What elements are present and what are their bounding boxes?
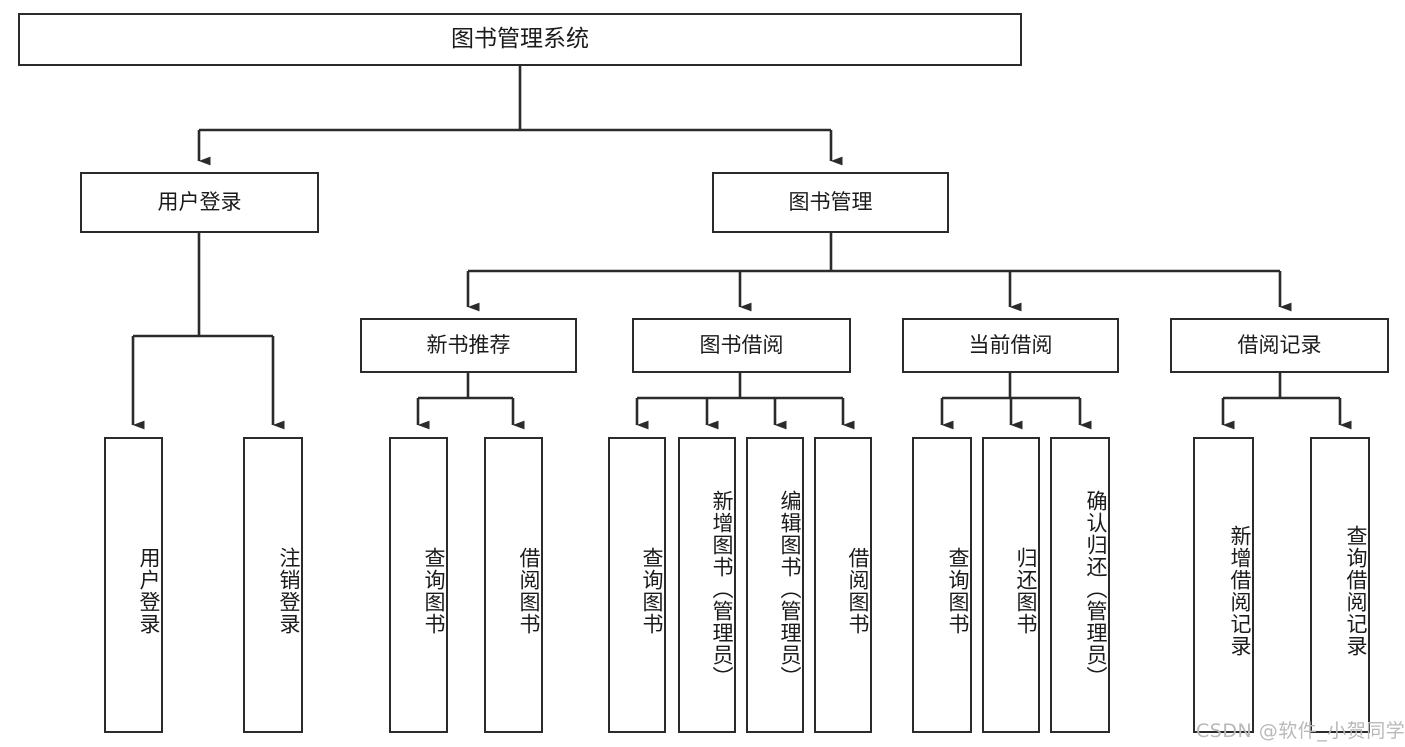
node-root-system[interactable]: 图书管理系统: [18, 13, 1022, 66]
leaf-query-borrow-record[interactable]: 查询借阅记录: [1310, 437, 1370, 733]
leaf-borrow-book-recommend[interactable]: 借阅图书: [484, 437, 543, 733]
leaf-logout-login[interactable]: 注销登录: [243, 437, 303, 733]
leaf-query-book-borrow[interactable]: 查询图书: [608, 437, 666, 733]
leaf-query-book-current[interactable]: 查询图书: [912, 437, 972, 733]
leaf-query-book-recommend[interactable]: 查询图书: [389, 437, 448, 733]
node-user-login[interactable]: 用户登录: [80, 172, 319, 233]
node-new-book-recommend[interactable]: 新书推荐: [360, 318, 577, 373]
leaf-borrow-book-borrow[interactable]: 借阅图书: [814, 437, 872, 733]
leaf-edit-book-admin[interactable]: 编辑图书（管理员）: [746, 437, 804, 733]
leaf-user-login[interactable]: 用户登录: [104, 437, 163, 733]
node-current-borrow[interactable]: 当前借阅: [902, 318, 1119, 373]
leaf-add-book-admin[interactable]: 新增图书（管理员）: [678, 437, 736, 733]
leaf-return-book[interactable]: 归还图书: [982, 437, 1040, 733]
csdn-watermark: CSDN @软件_小贺同学: [1196, 720, 1405, 742]
leaf-add-borrow-record[interactable]: 新增借阅记录: [1193, 437, 1254, 733]
node-book-manage[interactable]: 图书管理: [712, 172, 949, 233]
leaf-confirm-return-admin[interactable]: 确认归还（管理员）: [1050, 437, 1110, 733]
node-book-borrow[interactable]: 图书借阅: [632, 318, 851, 373]
node-borrow-record[interactable]: 借阅记录: [1170, 318, 1389, 373]
